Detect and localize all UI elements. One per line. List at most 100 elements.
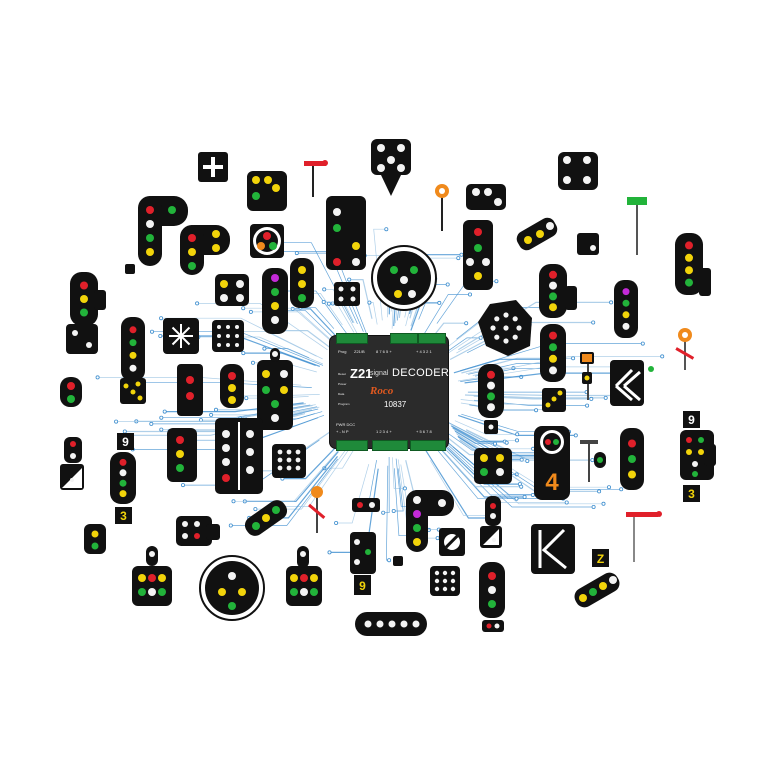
label-z21b: Z21/B	[354, 349, 365, 354]
signal-far-left-stub	[94, 290, 106, 310]
signal-mushroom-bottom-left	[132, 546, 172, 606]
circuit-pad	[464, 321, 469, 326]
signal-horiz-red-left	[177, 364, 203, 416]
signal-col-left-low	[110, 452, 136, 504]
circuit-trace	[393, 468, 409, 537]
signal-col-yellow-mid	[220, 364, 244, 408]
signal-col-red-low	[485, 496, 501, 526]
circuit-pad	[437, 300, 442, 305]
side-label: Data	[338, 392, 345, 396]
circuit-pad	[248, 309, 253, 314]
signal-small-oval-left	[60, 377, 82, 407]
signal-diag-yellow-right	[542, 388, 566, 412]
signal-k-arrow	[531, 524, 575, 574]
signal-col-right-c	[478, 364, 504, 418]
circuit-pad	[253, 507, 258, 512]
circuit-pad	[244, 396, 249, 401]
circuit-trace	[349, 279, 373, 319]
circuit-pad	[95, 375, 100, 380]
circuit-pad	[159, 427, 164, 432]
signal-tall-red-1	[326, 196, 366, 270]
circuit-trace	[292, 308, 336, 336]
circuit-pad	[231, 499, 236, 504]
circuit-pad	[321, 299, 326, 304]
circuit-pad	[573, 433, 578, 438]
circuit-pad	[159, 316, 164, 321]
signal-col-bottom-right	[479, 562, 505, 618]
circuit-pad	[564, 500, 569, 505]
circuit-pad	[514, 496, 519, 501]
circuit-pad	[334, 521, 339, 526]
circuit-trace	[233, 446, 342, 502]
signal-col-far-right	[675, 233, 703, 295]
circuit-pad	[591, 504, 596, 509]
circuit-pad	[326, 301, 331, 306]
circuit-pad	[603, 395, 608, 400]
circuit-pad	[391, 508, 396, 513]
circuit-pad	[159, 415, 164, 420]
circuit-trace	[430, 460, 494, 516]
signal-square-white-small	[577, 233, 599, 255]
signal-tall-right-green	[463, 220, 493, 290]
signal-tri-small	[480, 526, 502, 548]
signal-dotgrid-bottom	[430, 566, 460, 596]
circuit-pad	[262, 346, 267, 351]
circuit-trace	[454, 420, 518, 435]
circuit-pad	[445, 282, 450, 287]
circuit-pad	[456, 256, 461, 261]
decoder-housing	[330, 336, 448, 448]
signal-col-left-mid	[121, 317, 145, 381]
signal-small-red-low	[482, 620, 504, 632]
circuit-trace	[451, 425, 505, 443]
circuit-pad	[619, 487, 624, 492]
circuit-pad	[241, 351, 246, 356]
signal-orange-disc	[435, 184, 449, 231]
signal-red-mast-right	[626, 511, 662, 562]
side-label: Power	[338, 382, 347, 386]
signal-post-mushroom	[257, 348, 293, 430]
circuit-pad	[384, 227, 389, 232]
circuit-pad	[162, 409, 167, 414]
number-tag-left-9: 9	[117, 433, 134, 450]
number-tag-right-3: 3	[683, 485, 700, 502]
circuit-trace	[453, 428, 507, 444]
signal-col-red-right	[620, 428, 644, 490]
signal-octagon	[478, 300, 532, 356]
label-prog: Prog	[338, 349, 347, 354]
signal-star-white	[163, 318, 199, 354]
circuit-pad	[522, 494, 527, 499]
circuit-pad	[515, 432, 520, 437]
circuit-pad	[149, 421, 154, 426]
signal-diag-white-box	[120, 378, 146, 404]
circuit-pad	[180, 483, 185, 488]
circuit-trace	[460, 402, 546, 410]
label-outputs-4-1: + 4 3 2 1	[416, 349, 432, 354]
signal-green-dot-right	[648, 366, 654, 372]
circuit-pad	[601, 501, 606, 506]
signal-T-mast	[580, 440, 606, 482]
circuit-trace	[454, 431, 495, 445]
signal-flat-white-pair	[466, 184, 506, 210]
circuit-pad	[158, 333, 163, 338]
number-tag-right-9: 9	[683, 411, 700, 428]
signal-dotgrid-left	[212, 320, 244, 352]
circuit-pad	[640, 341, 645, 346]
side-label: Reset	[338, 372, 346, 376]
signal-col-right-a-stub	[565, 286, 577, 310]
number-tag-text: 9	[688, 413, 695, 427]
circuit-pad	[534, 408, 539, 413]
terminal-block	[418, 333, 446, 344]
circuit-pad	[381, 510, 386, 515]
circuit-trace	[243, 307, 337, 346]
signal-orange-disc-right	[675, 328, 695, 370]
signal-small-dice-right	[484, 420, 498, 434]
signal-far-right-stub	[699, 268, 711, 296]
number-tag-text: 3	[120, 509, 127, 523]
circuit-trace	[472, 356, 663, 376]
circuit-trace	[447, 446, 594, 508]
circuit-pad	[530, 492, 535, 497]
signal-tri-left	[215, 274, 249, 306]
signal-big-round	[371, 245, 437, 311]
signal-bent-purple	[406, 490, 454, 552]
label-pwr-pins: + - N P	[336, 429, 349, 434]
